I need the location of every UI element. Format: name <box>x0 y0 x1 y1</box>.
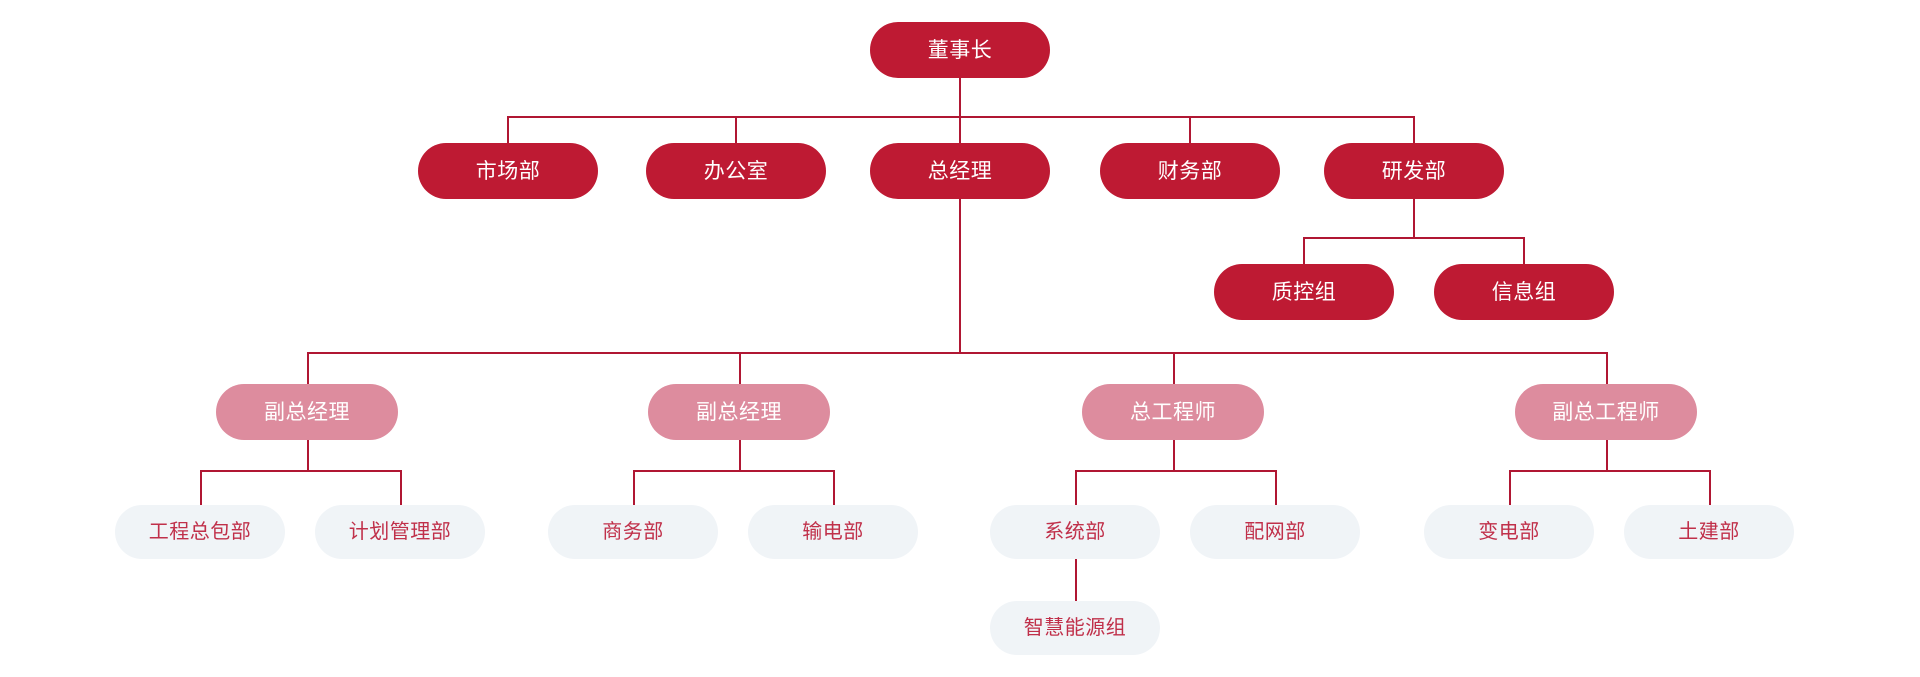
org-node-label-epc-dept: 工程总包部 <box>148 521 252 543</box>
connector-deputy-gm-1-bus <box>200 470 400 472</box>
connector-deputy-gm-2-stem <box>739 440 741 470</box>
connector-deputy-chief-engineer-stem <box>1606 440 1608 470</box>
org-node-deputy-gm-2[interactable]: 副总经理 <box>648 384 830 440</box>
org-node-label-marketing: 市场部 <box>475 159 541 183</box>
org-node-label-rnd: 研发部 <box>1381 159 1447 183</box>
org-node-gm[interactable]: 总经理 <box>870 143 1050 199</box>
connector-gm-stem <box>959 199 961 352</box>
connector-system-to-smart-energy <box>1075 559 1077 601</box>
org-node-chairman[interactable]: 董事长 <box>870 22 1050 78</box>
org-node-deputy-chief-engineer[interactable]: 副总工程师 <box>1515 384 1697 440</box>
connector-drop-substation <box>1509 470 1511 505</box>
connector-drop-chief-engineer <box>1173 352 1175 384</box>
connector-drop-office <box>735 116 737 143</box>
org-node-label-deputy-gm-2: 副总经理 <box>696 400 782 424</box>
org-node-marketing[interactable]: 市场部 <box>418 143 598 199</box>
org-node-label-deputy-chief-engineer: 副总工程师 <box>1552 400 1660 424</box>
org-node-label-info-group: 信息组 <box>1491 280 1557 304</box>
connector-drop-planning <box>400 470 402 505</box>
org-node-label-distribution-dept: 配网部 <box>1244 521 1306 543</box>
connector-drop-finance <box>1189 116 1191 143</box>
org-node-qc-group[interactable]: 质控组 <box>1214 264 1394 320</box>
org-node-deputy-gm-1[interactable]: 副总经理 <box>216 384 398 440</box>
connector-drop-transmission <box>833 470 835 505</box>
connector-drop-gm <box>959 116 961 143</box>
connector-drop-deputy-gm-1 <box>307 352 309 384</box>
connector-chief-engineer-bus <box>1075 470 1275 472</box>
org-node-label-chief-engineer: 总工程师 <box>1130 400 1216 424</box>
org-node-smart-energy-group[interactable]: 智慧能源组 <box>990 601 1160 655</box>
org-node-business-dept[interactable]: 商务部 <box>548 505 718 559</box>
org-node-label-transmission-dept: 输电部 <box>802 521 864 543</box>
org-node-label-chairman: 董事长 <box>927 38 993 62</box>
org-node-chief-engineer[interactable]: 总工程师 <box>1082 384 1264 440</box>
org-node-distribution-dept[interactable]: 配网部 <box>1190 505 1360 559</box>
connector-deputy-gm-1-stem <box>307 440 309 470</box>
connector-drop-marketing <box>507 116 509 143</box>
org-node-epc-dept[interactable]: 工程总包部 <box>115 505 285 559</box>
connector-drop-business <box>633 470 635 505</box>
org-node-transmission-dept[interactable]: 输电部 <box>748 505 918 559</box>
connector-drop-deputy-gm-2 <box>739 352 741 384</box>
org-node-info-group[interactable]: 信息组 <box>1434 264 1614 320</box>
connector-chief-engineer-stem <box>1173 440 1175 470</box>
org-node-label-gm: 总经理 <box>927 159 993 183</box>
org-node-label-qc-group: 质控组 <box>1271 280 1337 304</box>
org-node-civil-dept[interactable]: 土建部 <box>1624 505 1794 559</box>
connector-drop-system <box>1075 470 1077 505</box>
connector-gm-bus <box>307 352 1608 354</box>
org-node-label-system-dept: 系统部 <box>1044 521 1106 543</box>
org-node-finance[interactable]: 财务部 <box>1100 143 1280 199</box>
org-node-label-deputy-gm-1: 副总经理 <box>264 400 350 424</box>
org-node-planning-dept[interactable]: 计划管理部 <box>315 505 485 559</box>
connector-drop-qc <box>1303 237 1305 264</box>
org-node-label-smart-energy-group: 智慧能源组 <box>1023 617 1127 639</box>
connector-rnd-bus <box>1303 237 1525 239</box>
org-node-system-dept[interactable]: 系统部 <box>990 505 1160 559</box>
org-node-label-office: 办公室 <box>703 159 769 183</box>
connector-deputy-chief-engineer-bus <box>1509 470 1709 472</box>
org-node-label-substation-dept: 变电部 <box>1478 521 1540 543</box>
org-node-label-business-dept: 商务部 <box>602 521 664 543</box>
connector-drop-deputy-chief-engineer <box>1606 352 1608 384</box>
connector-drop-rnd <box>1413 116 1415 143</box>
org-node-rnd[interactable]: 研发部 <box>1324 143 1504 199</box>
org-node-substation-dept[interactable]: 变电部 <box>1424 505 1594 559</box>
org-node-label-finance: 财务部 <box>1157 159 1223 183</box>
org-node-office[interactable]: 办公室 <box>646 143 826 199</box>
connector-drop-info <box>1523 237 1525 264</box>
org-node-label-planning-dept: 计划管理部 <box>348 521 452 543</box>
connector-rnd-stem <box>1413 199 1415 237</box>
connector-drop-epc <box>200 470 202 505</box>
connector-drop-civil <box>1709 470 1711 505</box>
connector-drop-distribution <box>1275 470 1277 505</box>
connector-chairman-stem <box>959 78 961 117</box>
org-node-label-civil-dept: 土建部 <box>1678 521 1740 543</box>
connector-deputy-gm-2-bus <box>633 470 833 472</box>
